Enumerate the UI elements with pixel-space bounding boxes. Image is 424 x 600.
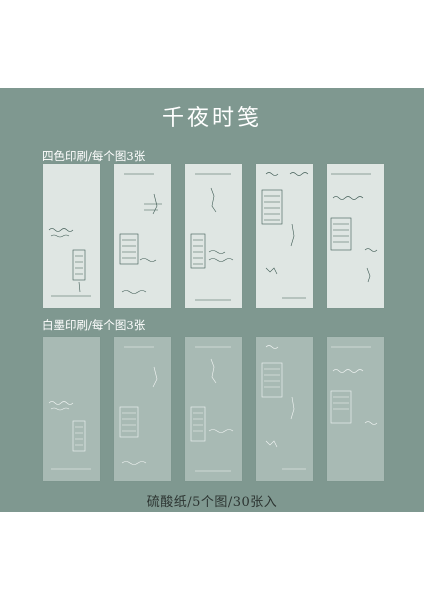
section-label-white-ink: 白墨印刷/每个图3张 (42, 318, 146, 332)
card-5-illustration (330, 173, 378, 283)
memo-card-8 (185, 337, 242, 481)
card-row-color-print (43, 164, 384, 308)
memo-card-4 (256, 164, 313, 308)
card-row-white-ink (43, 337, 384, 481)
memo-card-1 (43, 164, 100, 308)
card-6-illustration (48, 401, 91, 470)
memo-card-7 (114, 337, 171, 481)
card-8-illustration (190, 346, 234, 472)
card-7-illustration (119, 346, 158, 465)
card-9-illustration (261, 345, 306, 470)
card-4-illustration (261, 172, 309, 299)
product-spec: 硫酸纸/5个图/30张入 (146, 495, 278, 510)
card-1-illustration (48, 228, 91, 297)
memo-card-9 (256, 337, 313, 481)
section-label-color-print: 四色印刷/每个图3张 (42, 149, 146, 163)
memo-card-5 (327, 164, 384, 308)
card-10-illustration (330, 346, 378, 425)
card-2-illustration (119, 173, 162, 294)
bottom-band (0, 512, 424, 600)
memo-card-6 (43, 337, 100, 481)
product-title: 千夜时笺 (161, 106, 262, 131)
memo-card-3 (185, 164, 242, 308)
memo-card-2 (114, 164, 171, 308)
card-3-illustration (190, 173, 234, 301)
memo-card-10 (327, 337, 384, 481)
